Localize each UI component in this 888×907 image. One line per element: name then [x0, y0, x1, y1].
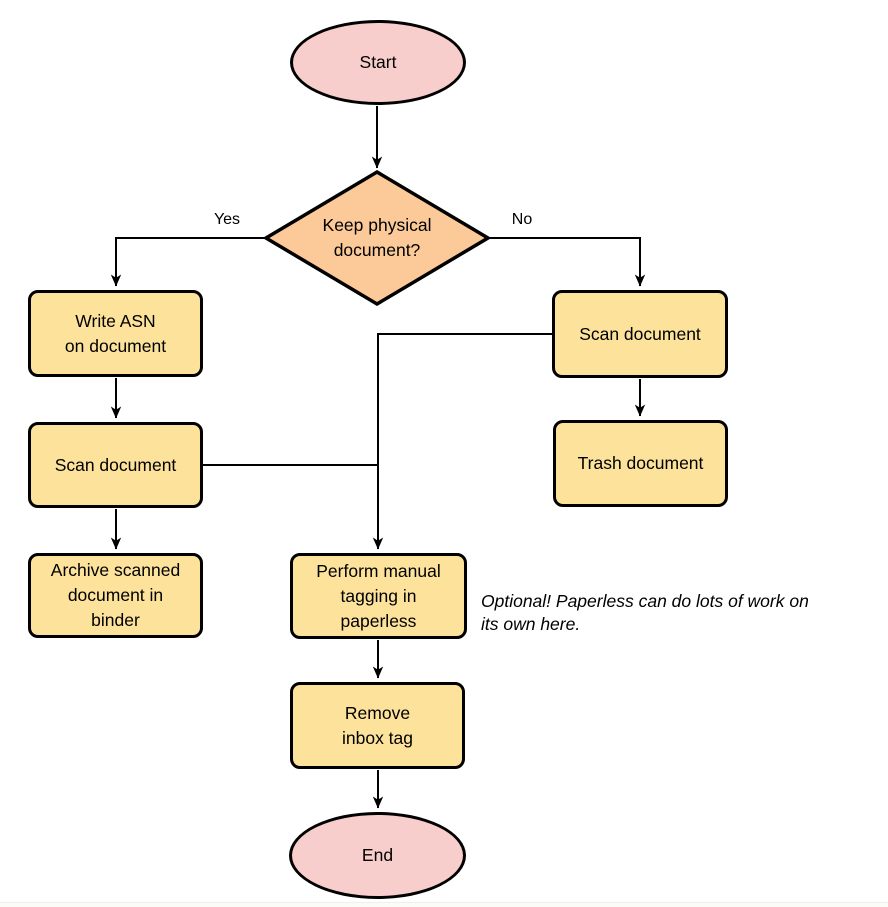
node-start-label: Start [359, 52, 397, 72]
page-bottom-strip [0, 902, 888, 907]
node-scan-document-right-label: Scan document [579, 323, 701, 344]
decision-diamond-shape [262, 169, 492, 307]
node-start: Start [290, 20, 466, 105]
node-end-label: End [361, 845, 394, 865]
node-remove-inbox-tag: Remove inbox tag [290, 682, 465, 769]
node-decision-label: Keep physical document? [322, 215, 432, 260]
edge-scan-right-to-tagging [372, 333, 552, 550]
node-manual-tagging: Perform manual tagging in paperless [290, 553, 467, 639]
node-scan-document-right: Scan document [552, 290, 728, 378]
node-manual-tagging-label: Perform manual tagging in paperless [316, 560, 441, 631]
node-scan-document-left: Scan document [28, 422, 203, 508]
edge-decision-to-scan-right-no [489, 237, 646, 287]
edge-label-yes: Yes [213, 211, 241, 228]
node-write-asn-label: Write ASN on document [64, 310, 167, 356]
node-archive-binder-label: Archive scanned document in binder [50, 560, 181, 630]
node-trash-document: Trash document [553, 420, 728, 507]
node-scan-document-left-label: Scan document [54, 454, 177, 475]
node-remove-inbox-tag-label: Remove inbox tag [341, 702, 414, 748]
node-write-asn: Write ASN on document [28, 290, 203, 377]
edge-label-no: No [511, 211, 533, 228]
node-trash-document-label: Trash document [577, 453, 704, 473]
node-archive-binder: Archive scanned document in binder [28, 553, 203, 638]
edge-decision-to-write-asn-yes [110, 237, 264, 287]
optional-note: Optional! Paperless can do lots of work … [481, 591, 809, 634]
node-end: End [289, 812, 466, 899]
